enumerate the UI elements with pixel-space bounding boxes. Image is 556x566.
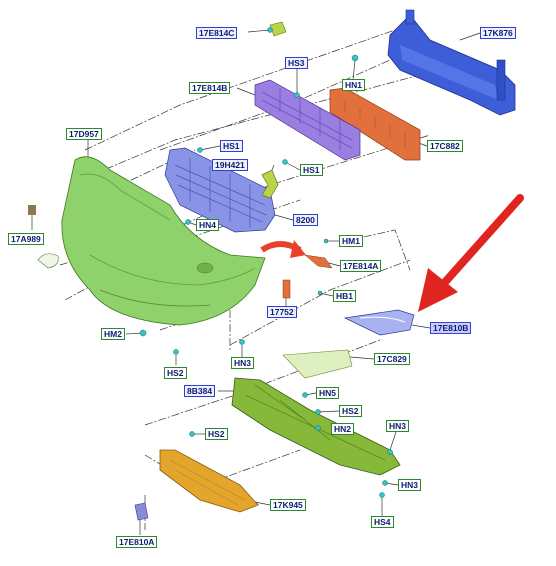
part-label-hs1: HS1 — [220, 140, 243, 152]
clip-icon — [282, 159, 288, 165]
part-label-17c882: 17C882 — [427, 140, 463, 152]
support-bracket — [282, 279, 291, 299]
curved-red-arrow — [260, 240, 306, 258]
skid-plate — [159, 449, 259, 513]
red-pointer-arrow — [418, 194, 524, 312]
clip-icon — [302, 392, 308, 398]
part-label-17752: 17752 — [267, 306, 297, 318]
clip-icon — [189, 431, 195, 437]
part-label-17a989: 17A989 — [8, 233, 44, 245]
part-label-19h421: 19H421 — [212, 159, 248, 171]
part-label-hn1: HN1 — [342, 79, 366, 91]
part-label-hs1-second: HS1 — [300, 164, 323, 176]
part-label-17e810b: 17E810B — [430, 322, 472, 334]
clip-icon — [315, 425, 321, 431]
part-label-hb1: HB1 — [333, 290, 357, 302]
part-label-17d957: 17D957 — [66, 128, 102, 140]
lower-bracket — [134, 502, 149, 521]
radiator-grille — [164, 147, 276, 233]
fastener-clips — [139, 27, 393, 498]
headlamp-bracket — [343, 309, 415, 336]
clip-icon — [315, 409, 321, 415]
part-label-hs2: HS2 — [164, 367, 187, 379]
part-label-hm1: HM1 — [339, 235, 363, 247]
clip-icon — [185, 219, 191, 225]
clip-icon — [379, 492, 385, 498]
clip-icon — [323, 238, 329, 244]
grille-bracket-right — [304, 254, 333, 269]
grille-bracket — [261, 169, 279, 199]
clip-icon — [267, 27, 273, 33]
part-label-17k945: 17K945 — [270, 499, 306, 511]
part-label-hn3-third: HN3 — [398, 479, 422, 491]
clip-icon — [317, 290, 323, 296]
part-label-17e810a: 17E810A — [116, 536, 158, 548]
part-label-17e814a: 17E814A — [340, 260, 382, 272]
tow-eye-cover — [28, 205, 59, 269]
reinforcement-beam — [387, 9, 516, 116]
part-label-hs3: HS3 — [285, 57, 308, 69]
clip-icon — [382, 480, 388, 486]
part-label-8200: 8200 — [293, 214, 318, 226]
part-label-hs2-third: HS2 — [205, 428, 228, 440]
part-label-17c829: 17C829 — [374, 353, 410, 365]
part-label-hs2-second: HS2 — [339, 405, 362, 417]
lip-trim — [282, 349, 353, 379]
part-label-hn3: HN3 — [231, 357, 255, 369]
clip-icon — [239, 339, 245, 345]
part-label-hn4: HN4 — [196, 219, 220, 231]
upper-clip-part — [269, 21, 287, 37]
part-label-hn2: HN2 — [331, 423, 355, 435]
clip-icon — [173, 349, 179, 355]
upper-grille — [254, 79, 361, 161]
part-label-8b384: 8B384 — [184, 385, 216, 397]
part-label-17k876: 17K876 — [480, 27, 516, 39]
clip-icon — [294, 92, 300, 98]
part-label-17e814b: 17E814B — [189, 82, 231, 94]
clip-icon — [387, 449, 393, 455]
part-label-hm2: HM2 — [101, 328, 125, 340]
clip-icon — [139, 329, 147, 337]
clip-icon — [351, 54, 359, 62]
bumper-cover — [61, 156, 266, 326]
part-label-hs4: HS4 — [371, 516, 394, 528]
part-label-hn3-second: HN3 — [386, 420, 410, 432]
part-label-hn5: HN5 — [316, 387, 340, 399]
clip-icon — [197, 147, 203, 153]
part-label-17e814c: 17E814C — [196, 27, 238, 39]
